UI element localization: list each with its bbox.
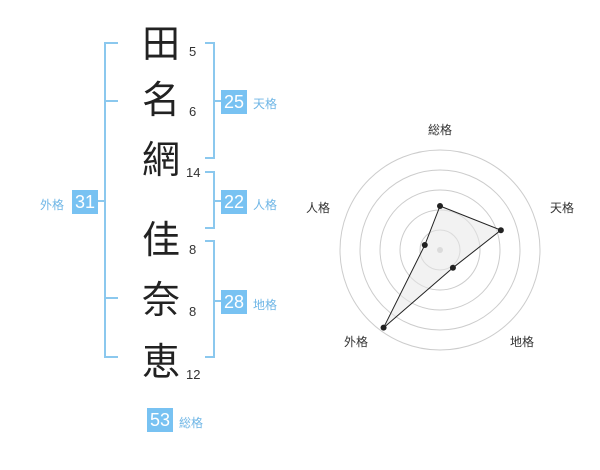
name-char-6: 恵 (141, 340, 180, 384)
jinkaku-bracket-tick (215, 200, 223, 202)
radar-label-soukaku: 総格 (428, 122, 452, 137)
jinkaku-label: 人格 (253, 198, 278, 212)
radar-polygon (383, 205, 502, 329)
soukaku-label: 総格 (179, 416, 204, 430)
chikaku-bracket (205, 240, 215, 358)
radar-chart: 総格 天格 地格 外格 人格 (306, 122, 574, 351)
name-char-4: 佳 (141, 218, 180, 262)
stroke-count-2: 6 (189, 104, 197, 119)
tenkaku-bracket-tick (215, 100, 223, 102)
radar-ring (359, 169, 521, 331)
gaikaku-bracket-tick-2 (104, 297, 118, 299)
name-char-1: 田 (141, 22, 180, 66)
radar-ring (379, 189, 501, 311)
stroke-count-3: 14 (186, 165, 201, 180)
radar-points (380, 203, 504, 331)
radar-label-gaikaku: 外格 (344, 334, 368, 349)
radar-point (380, 324, 387, 331)
chikaku-label: 地格 (253, 298, 278, 312)
radar-ring (339, 149, 541, 351)
radar-point (449, 264, 456, 271)
name-char-3: 網 (141, 138, 180, 182)
name-char-2: 名 (141, 78, 180, 122)
tenkaku-badge: 25 (221, 90, 247, 114)
gaikaku-badge: 31 (72, 190, 98, 214)
stroke-count-1: 5 (189, 44, 197, 59)
radar-label-jinkaku: 人格 (306, 200, 330, 215)
jinkaku-bracket (205, 171, 215, 229)
stroke-count-4: 8 (189, 242, 197, 257)
tenkaku-bracket (205, 42, 215, 159)
chikaku-badge: 28 (221, 290, 247, 314)
radar-label-chikaku: 地格 (510, 334, 534, 349)
gaikaku-bracket-tick-1 (104, 100, 118, 102)
stroke-count-5: 8 (189, 304, 197, 319)
radar-point (437, 203, 443, 209)
stroke-count-6: 12 (186, 367, 201, 382)
name-char-5: 奈 (141, 278, 180, 322)
jinkaku-badge: 22 (221, 190, 247, 214)
chikaku-bracket-tick (215, 300, 223, 302)
gaikaku-bracket (104, 42, 118, 358)
radar-label-tenkaku: 天格 (550, 200, 574, 215)
soukaku-badge: 53 (147, 408, 173, 432)
gaikaku-label: 外格 (40, 198, 65, 212)
radar-point (421, 242, 428, 249)
radar-point (497, 227, 504, 234)
tenkaku-label: 天格 (253, 97, 278, 111)
gaikaku-bracket-join (97, 200, 105, 202)
